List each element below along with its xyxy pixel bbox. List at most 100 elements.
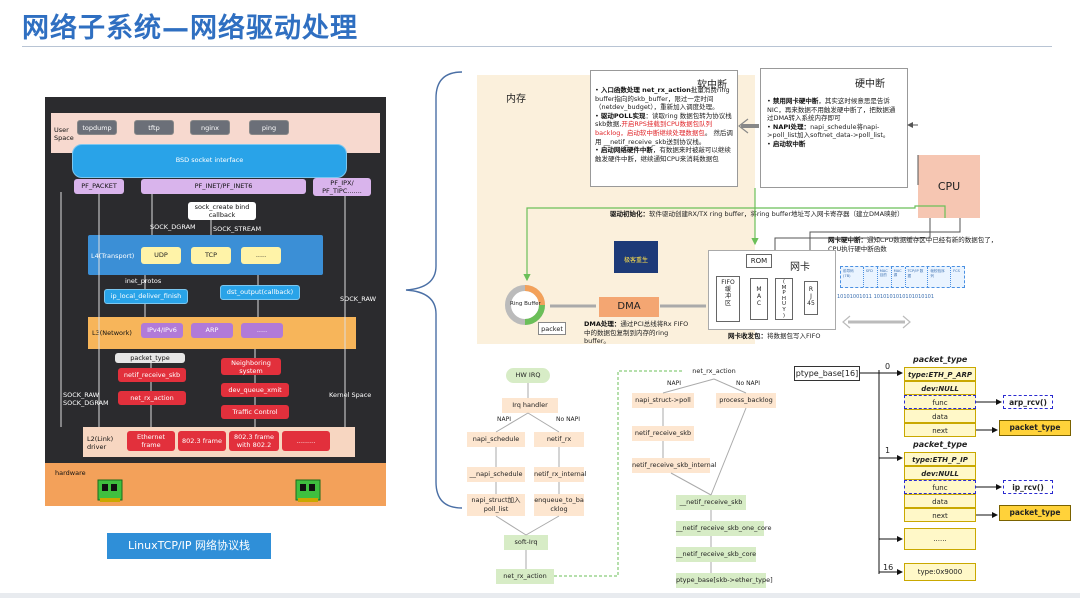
hard-irq-item-1-body: ，其实这时候意思是告诉NIC，再来数据不用触发硬中断了，把数据通过DMA转入系统… (767, 97, 896, 123)
no-napi-label-2: No NAPI (736, 380, 761, 387)
index-0: 0 (885, 362, 891, 371)
pf-inet: PF_INET/PF_INET6 (141, 179, 306, 194)
sock-raw-label: SOCK_RAW (340, 295, 377, 303)
ring-buffer-label: Ring Buffer (510, 301, 541, 307)
func-cell-2: func (904, 480, 976, 494)
net-rx-action-node: net_rx_action (496, 569, 554, 584)
type-arp-cell: type:ETH_P_ARP (904, 367, 976, 381)
soft-irq-item-1-body: 批量消费ring buffer指向的skb_buffer，限过一定时间（netd… (595, 86, 730, 112)
index-16: 16 (883, 563, 894, 572)
net-rx-action-top-node: net_rx_action (692, 367, 736, 375)
packet-type-header-2: packet_type (913, 440, 968, 449)
__napi-schedule-node: __napi_schedule (467, 467, 525, 482)
memory-label: 内存 (506, 94, 526, 105)
type-ip-cell: type:ETH_P_IP (904, 452, 976, 466)
arp-rcv-func: arp_rcv() (1003, 395, 1053, 409)
ip-rcv-func: ip_rcv() (1003, 480, 1053, 494)
dev-cell-1: dev:NULL (904, 381, 976, 395)
soft-irq-item-2-head: 驱动POLL实现 (600, 111, 646, 120)
func-cell-1: func (904, 395, 976, 409)
sock-create-callback: sock_create bind callback (188, 202, 256, 220)
ptype-base-lookup-node: ptype_base[skb->ether_type] (676, 573, 773, 588)
bsd-socket-interface: BSD socket interface (72, 144, 347, 178)
stack-caption: LinuxTCP/IP 网络协议栈 (107, 533, 271, 559)
driver-init-head: 驱动初始化： (610, 210, 649, 218)
hard-irq-box: 硬中断 • 禁用网卡硬中断，其实这时候意思是告诉NIC，再来数据不用触发硬中断了… (760, 68, 908, 188)
index-1: 1 (885, 446, 891, 455)
nic-recv-note: 网卡收发包：将数据包写入FIFO (728, 332, 858, 341)
app-nginx: nginx (190, 120, 230, 135)
hard-irq-item-1-head: 禁用网卡硬中断 (772, 97, 819, 105)
nic-recv-body: 将数据包写入FIFO (767, 332, 821, 340)
ring-buffer-icon (505, 285, 545, 325)
frame-field: 前导码 (7B) (841, 267, 864, 287)
napi-label-2: NAPI (667, 380, 681, 387)
logo-badge: 极客重生 (614, 241, 658, 273)
ip-local-deliver-finish: ip_local_deliver_finish (104, 289, 188, 304)
dma-note: DMA处理：通过PCI总线将Rx FIFO中的数据包复制到内存的ring buf… (584, 320, 694, 346)
no-napi-label: No NAPI (556, 416, 581, 423)
arp-box: ARP (191, 323, 233, 338)
kernel-space-label: Kernel Space (329, 391, 372, 399)
dst-output-callback: dst_output(callback) (220, 285, 300, 300)
type-9000-cell: type:0x9000 (904, 563, 976, 581)
ptype-base-array: ptype_base[16] (794, 366, 860, 381)
dma-note-head: DMA处理： (584, 320, 621, 328)
dev-queue-xmit-box: dev_queue_xmit (221, 383, 289, 397)
inet-protos-label: inet_protos (125, 277, 162, 285)
rom-box: ROM (746, 254, 772, 268)
page-title: 网络子系统—网络驱动处理 (22, 13, 358, 44)
dma-box: DMA (599, 297, 659, 317)
footer-bar (0, 593, 1080, 598)
__netif-receive-skb-node: __netif_receive_skb (676, 495, 746, 510)
sock-dgram-label: SOCK_DGRAM (150, 223, 196, 231)
soft-irq-item-3-body: ，有数据来时被敲可以继续触发硬件中断，继续通知CPU来消耗数据包 (595, 146, 731, 163)
soft-irq-item-1-head: 入口函数处理 net_rx_action (600, 86, 691, 94)
netif-receive-skb-one-core-node: __netif_receive_skb_one_core (676, 521, 771, 536)
l3-label: L3(Network) (92, 329, 132, 337)
stack-arrows (60, 192, 346, 427)
nic-hard-irq-body: 通知CPU数据缓存区中已经有新的数据包了，CPU执行硬中断函数 (828, 236, 998, 253)
cpu-box: CPU (918, 155, 980, 218)
hard-irq-item-2-head: NAPI处理： (772, 122, 811, 131)
nic-hard-irq-note: 网卡硬中断：通知CPU数据缓存区中已经有新的数据包了，CPU执行硬中断函数 (828, 236, 998, 253)
napi-schedule-node: napi_schedule (467, 432, 525, 447)
fifo-box: FIFO 缓 冲 区 (716, 276, 740, 322)
dev-cell-2: dev:NULL (904, 466, 976, 480)
driver-init-body: 软件驱动创建RX/TX ring buffer，将ring buffer地址写入… (649, 210, 904, 218)
8023-frame-box: 802.3 frame (178, 431, 226, 451)
net-rx-action-box: net_rx_action (118, 391, 186, 405)
packet-type-header-1: packet_type (913, 355, 968, 364)
frame-field: TCP/IP 数据 (906, 267, 929, 287)
nic-hard-irq-head: 网卡硬中断： (828, 236, 867, 244)
app-tftp: tftp (134, 120, 174, 135)
netif-rx-node: netif_rx (534, 432, 584, 447)
next-cell-2: next (904, 508, 976, 522)
hard-irq-title: 硬中断 (855, 79, 885, 90)
app-ping: ping (249, 120, 289, 135)
soft-irq-item-2-body: ：读取ring 数据包转为协议栈skb数据, (595, 111, 732, 129)
tcp-box: TCP (191, 247, 231, 264)
frame-field: MAC 源 (892, 267, 906, 287)
tcpip-stack-diagram: User Space topdump tftp nginx ping BSD s… (45, 97, 386, 506)
soft-irq-item-2-red: 开启RPS挂载到CPU数据包队列backlog，启动软中断继续处理数据包 (595, 120, 713, 137)
frame-field: FCS (953, 269, 960, 273)
hw-irq-node: HW IRQ (506, 368, 550, 383)
pf-ipx: PF_IPX/ PF_TIPC....... (313, 178, 371, 196)
ellipsis-cell: ...... (904, 528, 976, 550)
driver-init-note: 驱动初始化：软件驱动创建RX/TX ring buffer，将ring buff… (610, 210, 930, 219)
napi-poll-node: napi_struct->poll (632, 393, 694, 408)
napi-label: NAPI (497, 416, 511, 423)
bit-stream: 10101001011 1010101010101010101 (837, 294, 935, 300)
packet-box: packet (538, 322, 566, 335)
nic-label: 网卡 (790, 262, 810, 273)
soft-irq-title: 软中断 (697, 80, 727, 91)
ethernet-frame-box: Ethernet frame (127, 431, 175, 451)
dma-note-body: 通过PCI总线将Rx FIFO中的数据包复制到内存的ring buffer。 (584, 320, 689, 346)
neighboring-system: Neighboring system (221, 358, 281, 375)
l2-more-box: ......... (282, 431, 330, 451)
hard-irq-item-2-body: napi_schedule将napi->poll_list加入softnet_d… (767, 122, 890, 140)
